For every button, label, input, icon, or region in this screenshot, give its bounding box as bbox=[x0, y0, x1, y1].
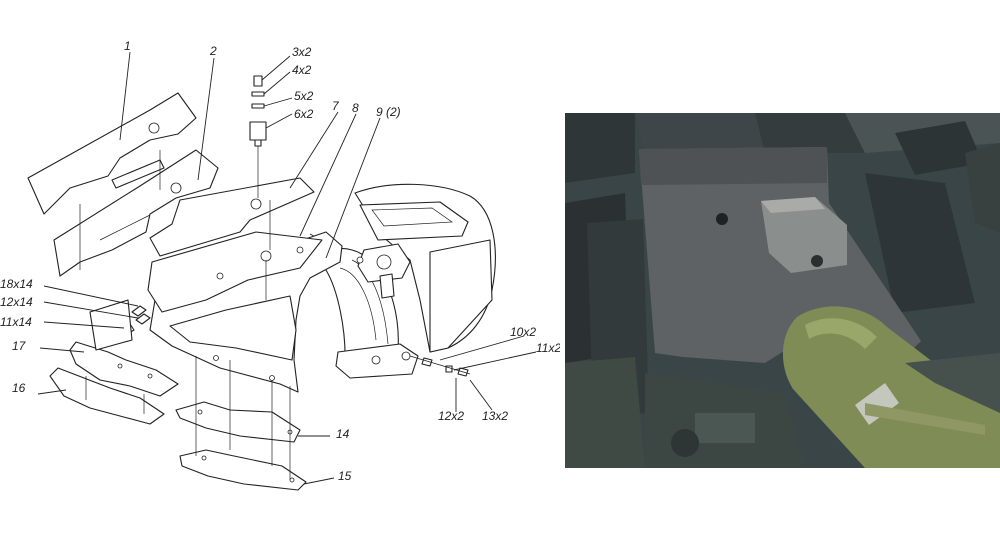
callout-2: 2 bbox=[209, 44, 217, 58]
plate-14 bbox=[175, 401, 301, 443]
callout-4: 4x2 bbox=[292, 63, 312, 77]
plate-16 bbox=[49, 367, 165, 425]
callout-11-small: 11x14 bbox=[0, 315, 32, 329]
callout-18: 18x14 bbox=[0, 277, 33, 291]
callout-13: 13x2 bbox=[482, 409, 508, 423]
callout-10: 10x2 bbox=[510, 325, 536, 339]
exploded-assembly-drawing: 1 2 3x2 4x2 5x2 6x2 7 8 9 (2) 10x2 11x2 … bbox=[0, 39, 560, 491]
fastener-group-right bbox=[409, 355, 471, 377]
tank-turret-photo bbox=[565, 113, 1000, 468]
callout-16: 16 bbox=[12, 381, 26, 395]
callout-12-small: 12x14 bbox=[0, 295, 33, 309]
callout-12: 12x2 bbox=[438, 409, 464, 423]
callout-7: 7 bbox=[332, 99, 340, 113]
callout-1: 1 bbox=[124, 39, 131, 53]
callout-14: 14 bbox=[336, 427, 350, 441]
main-plate-assembly bbox=[147, 177, 343, 393]
callout-3: 3x2 bbox=[292, 45, 312, 59]
callout-8: 8 bbox=[352, 101, 359, 115]
callout-9: 9 (2) bbox=[376, 105, 401, 119]
callout-6: 6x2 bbox=[294, 107, 314, 121]
turret-housing bbox=[309, 183, 496, 379]
callout-17: 17 bbox=[12, 339, 27, 353]
fastener-group-left bbox=[89, 299, 151, 351]
callout-15: 15 bbox=[338, 469, 352, 483]
plate-2 bbox=[53, 149, 219, 277]
callout-5: 5x2 bbox=[294, 89, 314, 103]
plate-15 bbox=[179, 449, 307, 491]
fastener-stack bbox=[249, 75, 267, 198]
plate-1 bbox=[27, 92, 197, 215]
callout-11: 11x2 bbox=[536, 341, 560, 355]
